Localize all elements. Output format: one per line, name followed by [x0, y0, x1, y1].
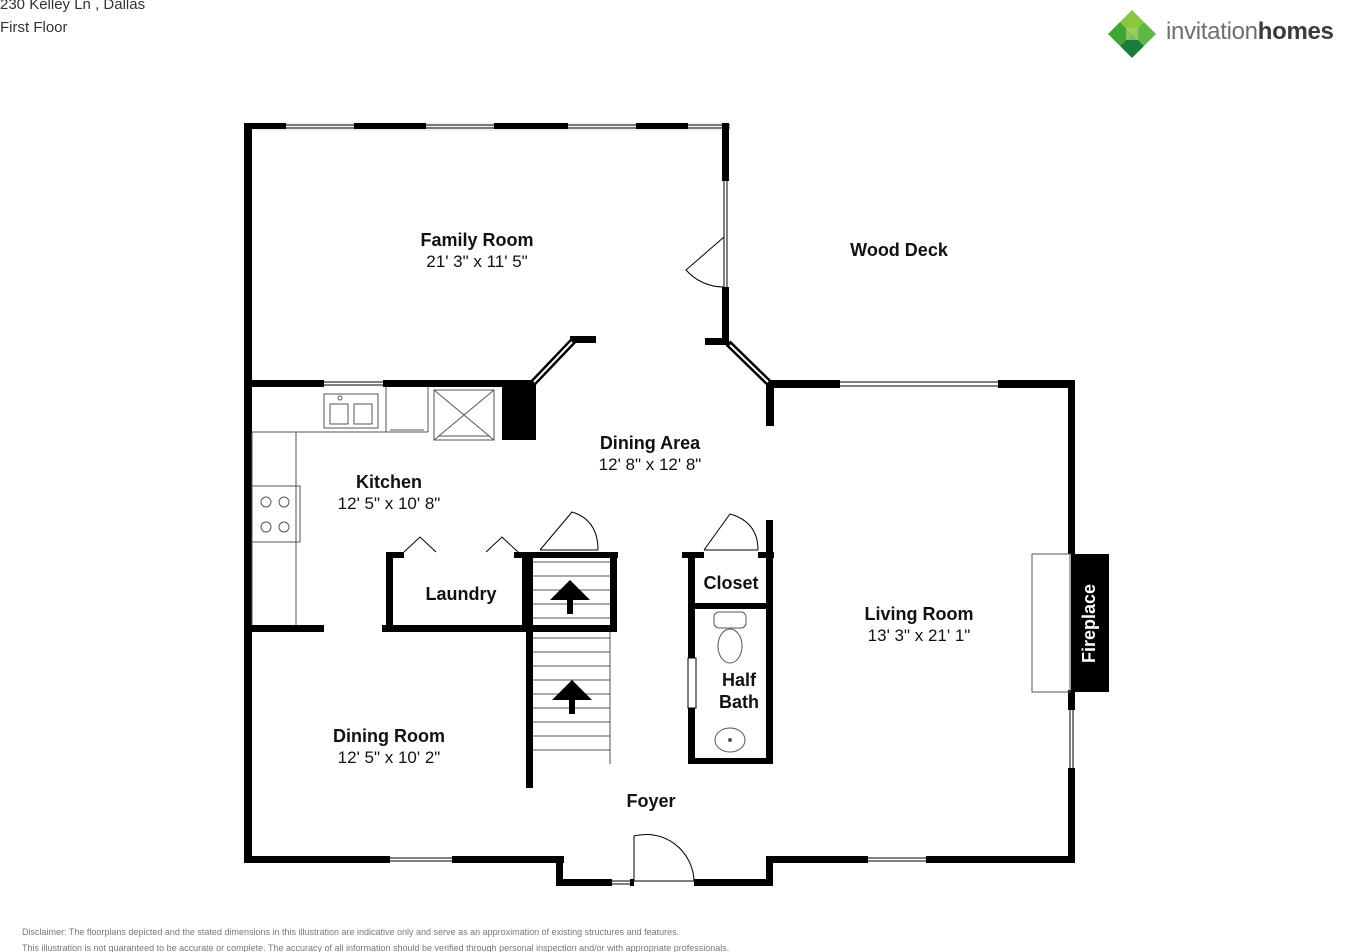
room-half-bath: Half Bath: [719, 670, 759, 712]
room-kitchen: Kitchen 12' 5" x 10' 8": [337, 472, 441, 513]
room-family-room: Family Room 21' 3" x 11' 5": [420, 230, 534, 271]
stair-arrows: [550, 580, 592, 714]
room-wood-deck: Wood Deck: [850, 240, 948, 260]
property-address: 230 Kelley Ln , Dallas: [0, 0, 146, 13]
fireplace: Fireplace: [1079, 583, 1100, 663]
room-living-room: Living Room 13' 3" x 21' 1": [864, 604, 974, 645]
logo-wordmark: invitationhomes: [1166, 18, 1334, 45]
room-foyer: Foyer: [626, 791, 676, 811]
floor-label: First Floor: [0, 19, 68, 36]
disclaimer-line-1: Disclaimer: The floorplans depicted and …: [22, 927, 680, 937]
room-laundry: Laundry: [425, 584, 497, 604]
logo-mark-icon: [1108, 10, 1156, 58]
room-closet: Closet: [703, 573, 759, 593]
disclaimer-line-2: This illustration is not guaranteed to b…: [22, 943, 730, 952]
invitation-homes-logo: invitationhomes: [1104, 8, 1354, 60]
room-dining-area: Dining Area 12' 8" x 12' 8": [598, 433, 702, 474]
room-dining-room: Dining Room 12' 5" x 10' 2": [333, 726, 445, 767]
